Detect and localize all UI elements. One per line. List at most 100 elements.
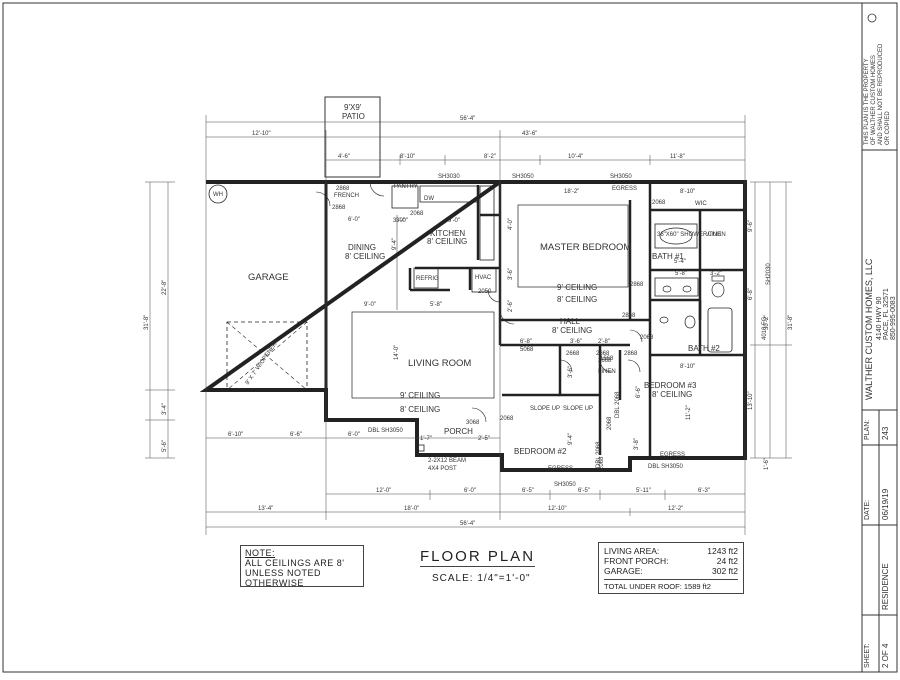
dimension-label: 5'-8" [675,271,687,277]
dimension-label: 8'-10" [680,364,695,370]
porch-post [417,444,425,452]
door-label: 2068 [410,211,424,217]
master-bedroom-label: MASTER BEDROOM [540,242,631,253]
dimension-label: 6'-5" [578,488,590,494]
patio-size: 9'X9' [344,103,362,112]
note-line: OTHERWISE [245,578,304,588]
door-label: 2868 [630,282,644,288]
dimension-label: 43'-6" [522,131,537,137]
door-label: 2068 [652,200,666,206]
window-label: SH3050 [610,174,632,180]
dimension-label: 4'-0" [508,218,514,230]
area-row-garage: GARAGE: 302 ft2 [604,566,738,576]
door-label: 2068 [640,335,654,341]
note-heading: NOTE: [245,548,276,558]
dimension-label: 11'-2" [686,405,692,420]
vanity [654,277,699,297]
dimension-label: 6'-6" [290,432,302,438]
area-label: GARAGE: [604,566,643,576]
hvac-label: HVAC [475,275,492,281]
copyright-line: AND SHALL NOT BE REPRODUCED [878,43,884,145]
living-ceiling-8: 8' CEILING [400,405,440,414]
bedroom3-label: BEDROOM #3 [644,381,697,390]
dimension-label: 6'-3" [698,488,710,494]
dimension-label: 56'-4" [460,116,475,122]
patio-label: PATIO [342,112,365,121]
dimension-label: 1'-7" [420,436,432,442]
door-label: 2068 [500,416,514,422]
dining-label: DINING [348,243,376,252]
dimension-label: 10'-4" [568,154,583,160]
copyright-line: OF WALTHER CUSTOM HOMES [871,55,877,145]
dimension-label: 6'-0" [348,217,360,223]
door-label: 2668 [598,358,612,364]
dimension-label: 6'-10" [228,432,243,438]
porch-label: PORCH [444,427,473,436]
sheet-label: SHEET: [864,643,871,668]
dimension-label: 3'-6" [570,339,582,345]
company-phone: 850-995-0083 [890,296,897,340]
tub-basin-icon [659,227,693,245]
dimension-label: 8'-2" [484,154,496,160]
master-ceiling-9: 9' CEILING [557,283,597,292]
hall-label: HALL [560,317,581,326]
date-label: DATE: [864,499,871,520]
dimension-label: 9'-4" [568,433,574,445]
door-label: 2868 [332,205,346,211]
dimension-label: 3'-2" [710,271,722,277]
dimension-label: 3'-6" [508,268,514,280]
dimension-label: 5'-6" [162,440,168,452]
water-heater-label: WH [213,192,223,198]
kitchen-label: KITCHEN [430,229,465,238]
sink-icon [682,285,692,293]
window-label: SH3030 [438,174,460,180]
dimension-label: 12'-10" [548,506,567,512]
slope-label: SLOPE UP [563,406,593,412]
pantry-label: PANTRY [394,184,418,190]
door-label: 1668 [600,356,614,362]
shower-tub-label: 36"X60" SHOWER/TUB [657,232,721,238]
kitchen-counter [479,185,495,261]
water-heater-icon [208,184,228,204]
window-label: DBL SH3050 [648,464,683,470]
tub-bath2 [707,307,733,353]
dimension-label: 2'-6" [508,300,514,312]
door-label: 2050 [478,289,492,295]
dimension-label: 6'-8" [520,339,532,345]
dimension-label: 9'-0" [448,218,460,224]
floor-plan-scale: SCALE: 1/4"=1'-0" [432,573,531,584]
bath2-label: BATH #2 [688,344,720,353]
dimension-label: 3'-6" [568,366,574,378]
door-label: 2668 [596,351,610,357]
door-label: 2868 [622,313,636,319]
dimension-label: 8'-10" [400,154,415,160]
door-label: 5068 [520,347,534,353]
linen-label: LINEN [708,232,726,238]
residence-label: RESIDENCE [881,563,890,610]
dimension-label: 30'-2" [764,315,770,330]
area-value: 302 ft2 [712,566,738,576]
dimension-label: 5'-4" [674,259,686,265]
door-label: 2068 [607,416,613,430]
dimension-label: 6'-0" [348,432,360,438]
egress-label: EGRESS [612,186,637,192]
area-row-living: LIVING AREA: 1243 ft2 [604,546,738,556]
refrigerator-label: REFRIG [416,276,439,282]
area-label: LIVING AREA: [604,546,660,556]
plan-number: 243 [881,426,890,440]
dimension-label: 2'-5" [478,436,490,442]
dimension-label: 12'-0" [376,488,391,494]
post-label: 4X4 POST [428,466,457,472]
company-address: 4140 HWY 90 [876,296,883,340]
dimension-label: 12'-2" [668,506,683,512]
garage-door-label: 9' X 7' W/OPENER [245,341,279,386]
date-value: 06/19/19 [881,488,890,520]
dimension-lines [145,115,792,535]
company-name: WALTHER CUSTOM HOMES, LLC [864,258,874,400]
living-room-label: LIVING ROOM [408,358,471,369]
toilet-tank [711,275,725,282]
copyright-icon [867,13,877,23]
sink-icon [662,285,672,293]
dimension-label: 31'-8" [144,315,150,330]
garage-door-diagonal [226,321,308,391]
